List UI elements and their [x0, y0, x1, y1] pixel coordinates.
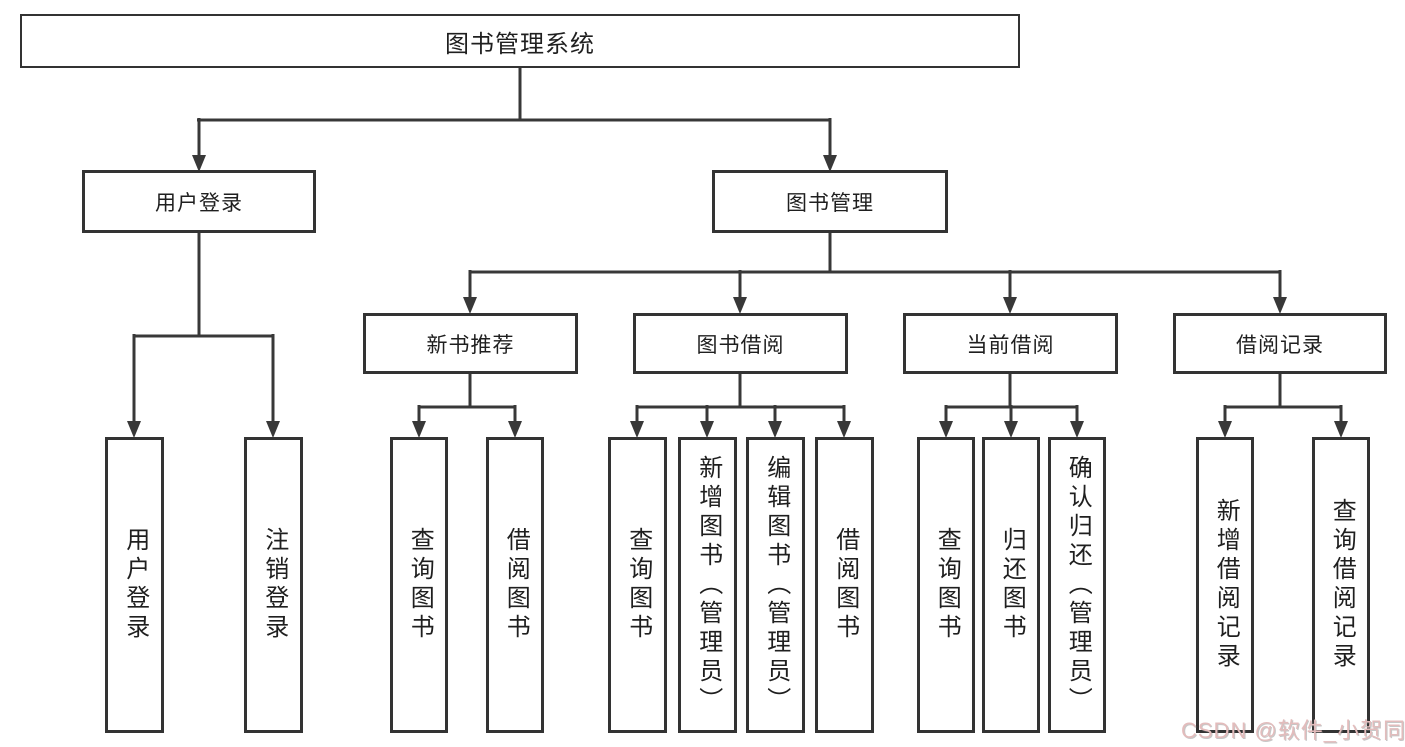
- leaf-recommend-query-books: 查询图书: [390, 437, 448, 733]
- leaf-current-query-books: 查询图书: [917, 437, 975, 733]
- leaf-borrow-edit-books: 编辑图书（管理员）: [746, 437, 805, 733]
- node-user-login: 用户登录: [82, 170, 316, 233]
- leaf-user-login: 用户登录: [105, 437, 164, 733]
- node-current-borrow-label: 当前借阅: [966, 333, 1055, 357]
- connector-arrowheads: [127, 155, 1348, 438]
- leaf-current-query-books-label: 查询图书: [933, 527, 961, 643]
- leaf-borrow-query-books-label: 查询图书: [624, 527, 652, 643]
- leaf-borrow-borrow-books: 借阅图书: [815, 437, 874, 733]
- node-root-label: 图书管理系统: [445, 30, 595, 58]
- leaf-borrow-borrow-books-label: 借阅图书: [831, 527, 859, 643]
- leaf-borrow-add-books: 新增图书（管理员）: [678, 437, 737, 733]
- connector-paths: [132, 66, 1343, 424]
- node-borrow-records: 借阅记录: [1173, 313, 1387, 374]
- leaf-records-add-record-label: 新增借阅记录: [1212, 498, 1240, 672]
- leaf-recommend-borrow-books-label: 借阅图书: [502, 527, 530, 643]
- node-user-login-label: 用户登录: [155, 191, 243, 215]
- node-book-management: 图书管理: [712, 170, 948, 233]
- leaf-current-confirm-return-label: 确认归还（管理员）: [1064, 454, 1092, 716]
- node-book-borrow-label: 图书借阅: [696, 333, 785, 357]
- leaf-records-query-record-label: 查询借阅记录: [1328, 498, 1356, 672]
- leaf-borrow-add-books-label: 新增图书（管理员）: [694, 454, 722, 716]
- leaf-logout-label: 注销登录: [260, 527, 288, 643]
- leaf-borrow-edit-books-label: 编辑图书（管理员）: [762, 454, 790, 716]
- leaf-borrow-query-books: 查询图书: [608, 437, 667, 733]
- node-root: 图书管理系统: [20, 14, 1020, 68]
- leaf-recommend-borrow-books: 借阅图书: [486, 437, 544, 733]
- node-book-management-label: 图书管理: [786, 191, 874, 215]
- leaf-current-confirm-return: 确认归还（管理员）: [1048, 437, 1106, 733]
- leaf-logout: 注销登录: [244, 437, 303, 733]
- watermark: CSDN @软件_小贺同学: [1181, 718, 1405, 743]
- node-new-book-recommend: 新书推荐: [363, 313, 578, 374]
- leaf-current-return-books-label: 归还图书: [998, 527, 1026, 643]
- node-borrow-records-label: 借阅记录: [1236, 333, 1324, 357]
- leaf-records-add-record: 新增借阅记录: [1196, 437, 1254, 733]
- node-new-book-recommend-label: 新书推荐: [426, 333, 515, 357]
- node-book-borrow: 图书借阅: [633, 313, 848, 374]
- leaf-recommend-query-books-label: 查询图书: [406, 527, 434, 643]
- node-current-borrow: 当前借阅: [903, 313, 1118, 374]
- leaf-records-query-record: 查询借阅记录: [1312, 437, 1370, 733]
- leaf-current-return-books: 归还图书: [982, 437, 1040, 733]
- leaf-user-login-label: 用户登录: [121, 527, 149, 643]
